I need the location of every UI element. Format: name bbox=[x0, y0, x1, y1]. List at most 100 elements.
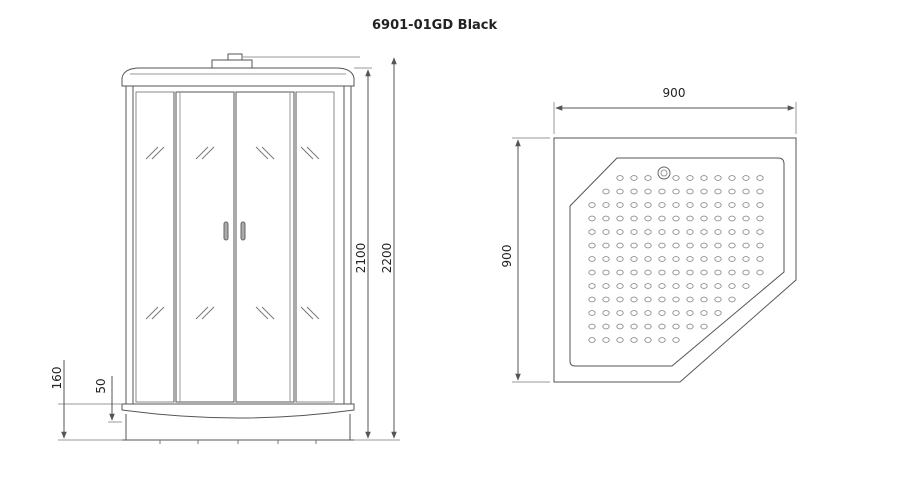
anti-slip-hole bbox=[714, 188, 722, 195]
anti-slip-hole bbox=[616, 323, 624, 330]
anti-slip-hole bbox=[588, 310, 596, 316]
anti-slip-hole bbox=[728, 175, 736, 181]
anti-slip-hole bbox=[630, 202, 638, 208]
tray-basin bbox=[569, 157, 785, 367]
anti-slip-hole bbox=[756, 175, 764, 181]
left-side-panel bbox=[135, 91, 175, 403]
anti-slip-hole bbox=[714, 269, 722, 276]
anti-slip-hole bbox=[742, 283, 750, 289]
anti-slip-hole bbox=[644, 283, 652, 289]
anti-slip-hole bbox=[686, 296, 694, 303]
anti-slip-hole bbox=[630, 337, 638, 343]
anti-slip-hole bbox=[658, 256, 666, 262]
anti-slip-hole bbox=[588, 337, 596, 343]
anti-slip-hole bbox=[728, 202, 736, 208]
anti-slip-hole bbox=[602, 229, 610, 235]
tray-outline bbox=[553, 137, 797, 383]
glass-glint-mark bbox=[261, 146, 275, 160]
anti-slip-hole bbox=[644, 337, 652, 343]
anti-slip-hole bbox=[728, 296, 736, 303]
anti-slip-hole bbox=[616, 296, 624, 303]
anti-slip-hole bbox=[714, 215, 722, 222]
anti-slip-hole bbox=[700, 310, 708, 316]
anti-slip-hole bbox=[756, 215, 764, 222]
anti-slip-hole bbox=[588, 242, 596, 249]
anti-slip-hole bbox=[714, 296, 722, 303]
anti-slip-hole bbox=[602, 242, 610, 249]
anti-slip-hole bbox=[630, 215, 638, 222]
anti-slip-hole bbox=[672, 283, 680, 289]
anti-slip-hole bbox=[686, 256, 694, 262]
top-view bbox=[512, 102, 797, 383]
glass-glint-mark bbox=[195, 146, 209, 160]
anti-slip-hole bbox=[588, 215, 596, 222]
left-door-handle bbox=[223, 221, 229, 241]
model-title: 6901-01GD Black bbox=[372, 18, 498, 33]
anti-slip-hole bbox=[672, 256, 680, 262]
anti-slip-hole bbox=[728, 242, 736, 249]
dim-label-2100: 2100 bbox=[354, 243, 368, 274]
anti-slip-hole bbox=[616, 337, 624, 343]
anti-slip-hole bbox=[658, 202, 666, 208]
anti-slip-hole bbox=[714, 283, 722, 289]
anti-slip-hole bbox=[616, 256, 624, 262]
right-side-panel bbox=[295, 91, 335, 403]
anti-slip-hole bbox=[728, 283, 736, 289]
anti-slip-hole bbox=[686, 175, 694, 181]
anti-slip-hole bbox=[588, 283, 596, 289]
anti-slip-hole bbox=[602, 310, 610, 316]
anti-slip-hole bbox=[644, 175, 652, 181]
anti-slip-hole bbox=[700, 296, 708, 303]
anti-slip-hole bbox=[686, 188, 694, 195]
anti-slip-hole bbox=[602, 202, 610, 208]
anti-slip-hole bbox=[700, 256, 708, 262]
anti-slip-hole bbox=[658, 188, 666, 195]
anti-slip-hole bbox=[602, 215, 610, 222]
anti-slip-hole bbox=[714, 202, 722, 208]
anti-slip-hole bbox=[700, 283, 708, 289]
anti-slip-hole bbox=[630, 188, 638, 195]
anti-slip-hole bbox=[602, 188, 610, 195]
anti-slip-hole bbox=[714, 175, 722, 181]
anti-slip-hole bbox=[700, 202, 708, 208]
anti-slip-hole bbox=[756, 202, 764, 208]
glass-glint-mark bbox=[145, 306, 159, 320]
glass-glint-mark bbox=[151, 306, 165, 320]
anti-slip-hole bbox=[672, 175, 680, 181]
anti-slip-hole bbox=[742, 202, 750, 208]
anti-slip-hole bbox=[742, 269, 750, 276]
anti-slip-hole bbox=[756, 229, 764, 235]
dim-label-2200: 2200 bbox=[380, 243, 394, 274]
anti-slip-hole bbox=[658, 283, 666, 289]
anti-slip-hole bbox=[630, 256, 638, 262]
anti-slip-hole bbox=[728, 229, 736, 235]
anti-slip-hole bbox=[644, 296, 652, 303]
glass-glint-mark bbox=[261, 306, 275, 320]
anti-slip-hole bbox=[686, 323, 694, 330]
anti-slip-hole bbox=[658, 229, 666, 235]
anti-slip-hole bbox=[686, 283, 694, 289]
anti-slip-hole bbox=[672, 296, 680, 303]
anti-slip-hole bbox=[742, 175, 750, 181]
front-view bbox=[58, 53, 400, 444]
anti-slip-hole bbox=[658, 242, 666, 249]
anti-slip-hole bbox=[672, 337, 680, 343]
anti-slip-hole bbox=[644, 242, 652, 249]
anti-slip-hole bbox=[616, 310, 624, 316]
anti-slip-hole bbox=[644, 269, 652, 276]
anti-slip-hole bbox=[658, 323, 666, 330]
glass-glint-mark bbox=[151, 146, 165, 160]
anti-slip-hole bbox=[644, 256, 652, 262]
anti-slip-hole bbox=[700, 215, 708, 222]
dim-label-160: 160 bbox=[50, 367, 64, 390]
anti-slip-hole bbox=[756, 256, 764, 262]
cabin-roof bbox=[121, 67, 355, 87]
anti-slip-hole bbox=[658, 310, 666, 316]
anti-slip-hole bbox=[644, 202, 652, 208]
anti-slip-hole bbox=[686, 202, 694, 208]
anti-slip-hole bbox=[672, 188, 680, 195]
glass-glint-mark bbox=[201, 146, 215, 160]
anti-slip-hole bbox=[742, 256, 750, 262]
anti-slip-hole bbox=[630, 175, 638, 181]
